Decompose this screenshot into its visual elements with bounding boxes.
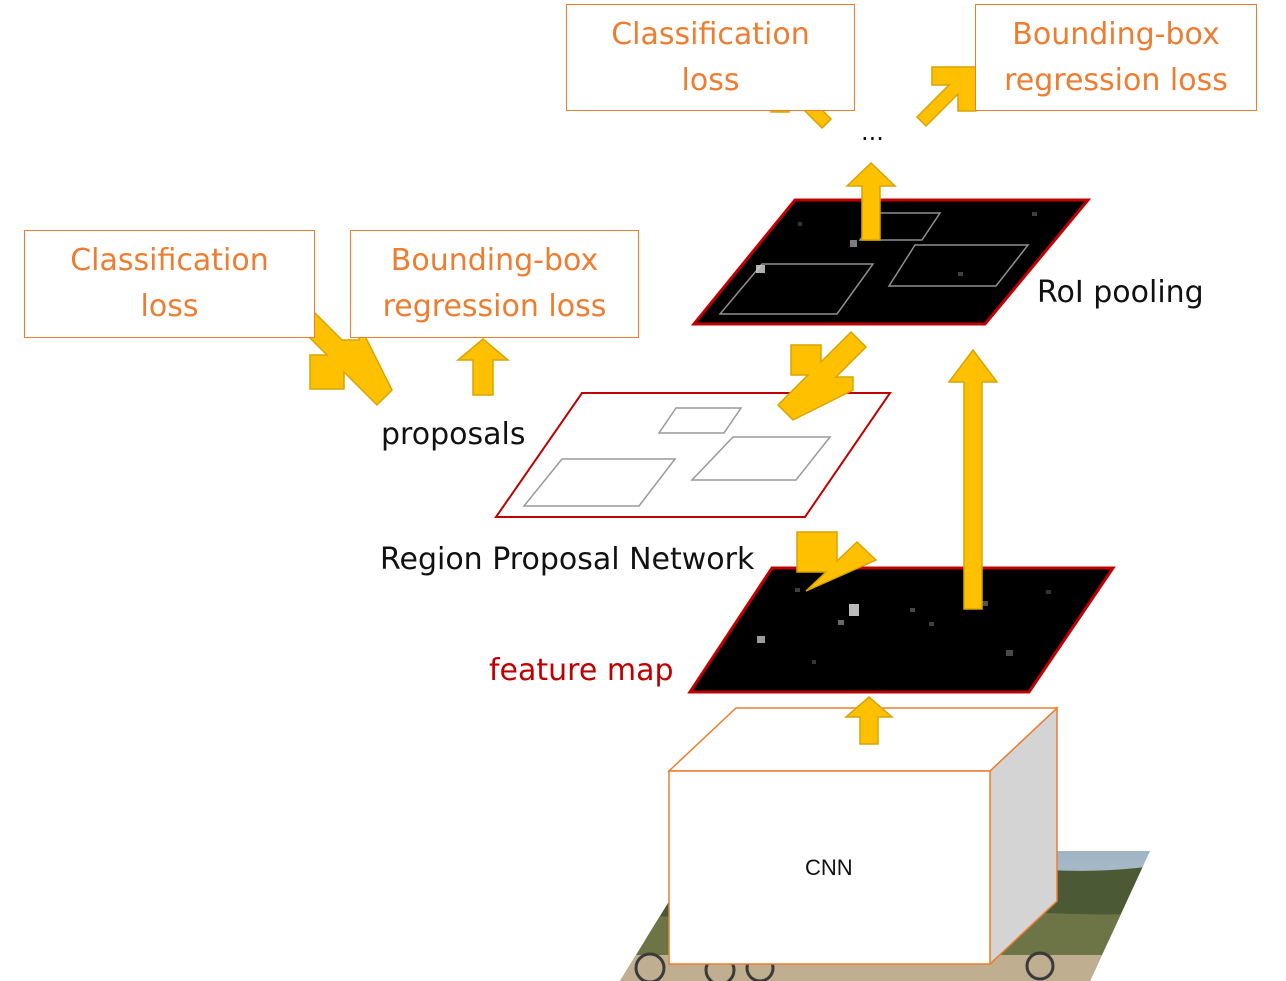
- arrow-feature-map-to-rpn: [796, 531, 878, 592]
- feature-map-plane: [687, 566, 1116, 694]
- rpn-bbox-regression-loss-line2: regression loss: [382, 289, 607, 324]
- top-classification-loss-line2: loss: [681, 62, 740, 98]
- region-proposal-plane: [494, 392, 892, 518]
- arrow-rpn-to-roi-pooling: [776, 330, 868, 421]
- cnn-block: [667, 706, 1059, 966]
- roi-pooling-plane: [690, 198, 1092, 326]
- arrow-cnn-to-feature-map: [843, 696, 895, 745]
- rpn-classification-loss-line1: Classification: [70, 243, 269, 278]
- cnn-label: CNN: [805, 855, 853, 880]
- proposal-box-small: [657, 407, 743, 434]
- arrow-proposals-to-bbox: [455, 338, 511, 396]
- proposal-box-left: [522, 458, 677, 507]
- rpn-classification-loss-line2: loss: [140, 289, 199, 324]
- proposal-box-right: [690, 436, 832, 481]
- proposals-label: proposals: [381, 417, 526, 452]
- region-proposal-network-label: Region Proposal Network: [380, 542, 755, 577]
- rpn-classification-loss-box: Classification loss: [24, 230, 315, 338]
- ellipsis-label: ...: [861, 118, 884, 146]
- top-bbox-regression-loss-line2: regression loss: [1004, 62, 1228, 98]
- rpn-bbox-regression-loss-line1: Bounding-box: [390, 243, 599, 278]
- feature-map-label: feature map: [489, 653, 674, 688]
- top-classification-loss-line1: Classification: [611, 16, 810, 52]
- roi-pooling-label: RoI pooling: [1037, 275, 1204, 310]
- top-bbox-regression-loss-box: Bounding-box regression loss: [975, 4, 1257, 111]
- top-bbox-regression-loss-line1: Bounding-box: [1012, 16, 1220, 52]
- arrow-to-top-bbox: [915, 66, 977, 128]
- top-classification-loss-box: Classification loss: [566, 4, 855, 111]
- rpn-bbox-regression-loss-box: Bounding-box regression loss: [350, 230, 639, 338]
- arrow-feature-map-to-roi-pooling: [947, 348, 999, 610]
- arrow-roi-to-ellipsis: [845, 161, 897, 241]
